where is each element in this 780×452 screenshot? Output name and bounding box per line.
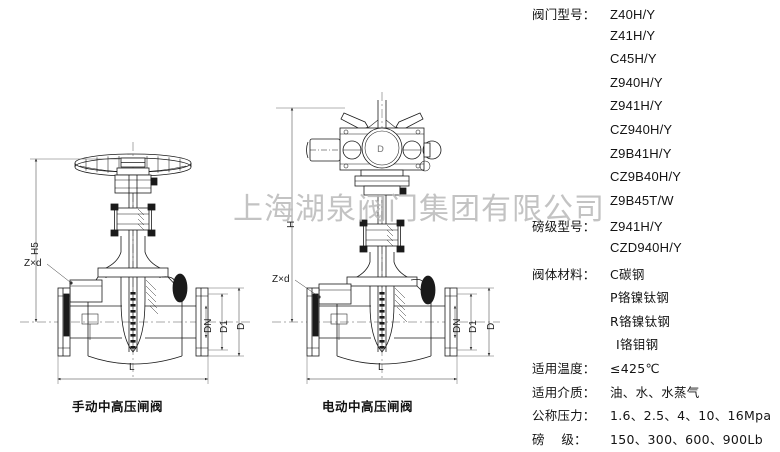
spec-row: 磅级型号： Z941H/Y <box>520 216 780 240</box>
spec-key: 阀门型号： <box>532 7 596 22</box>
dim-label-zxd: Z×d <box>24 258 42 269</box>
right-flange <box>195 287 209 357</box>
spec-value: C45H/Y <box>610 51 657 67</box>
specification-panel: 阀门型号： Z40H/Y Z41H/Y C45H/Y Z940H/Y Z941H… <box>520 0 780 447</box>
spec-value: R铬镍钛钢 <box>610 313 671 329</box>
spec-key: 磅级型号： <box>532 219 596 235</box>
spec-row: C45H/Y <box>520 51 780 75</box>
dim-h-electric <box>276 107 345 322</box>
drain-plug <box>161 273 188 303</box>
spec-value: CZD940H/Y <box>610 239 682 255</box>
left-flange-electric <box>306 287 320 357</box>
spec-row: CZ940H/Y <box>520 122 780 146</box>
spec-key: 阀体材料： <box>532 266 596 282</box>
spec-value: Z41H/Y <box>610 27 656 43</box>
dim-label-dn-electric: DN <box>452 318 463 333</box>
spec-key: 适用介质： <box>532 384 596 400</box>
caption-manual-valve: 手动中高压闸阀 <box>72 399 164 414</box>
spec-row: 阀门型号： Z40H/Y <box>520 4 780 28</box>
dim-zxd <box>46 263 73 285</box>
spec-value: Z9B45T/W <box>610 192 674 208</box>
valve-body <box>69 276 196 365</box>
dim-label-zxd-electric: Z×d <box>272 274 290 285</box>
technical-drawings: .ln { stroke:#1a1a1a; stroke-width:0.8; … <box>20 92 500 414</box>
right-flange-electric <box>444 287 458 357</box>
gland-packing-electric <box>359 219 405 253</box>
manual-valve-drawing <box>20 142 250 384</box>
spec-key: 磅 级： <box>532 431 587 447</box>
spec-key: 适用温度： <box>532 360 596 376</box>
dim-label-d1: D1 <box>219 320 230 333</box>
dim-d1 <box>208 293 228 351</box>
dim-d1-electric <box>457 293 477 351</box>
left-flange <box>57 287 71 357</box>
dim-h5 <box>30 158 120 322</box>
spec-value: Z941H/Y <box>610 98 663 114</box>
spec-row: Z9B41H/Y <box>520 146 780 170</box>
spec-row: Z940H/Y <box>520 75 780 99</box>
spec-value: CZ940H/Y <box>610 121 673 137</box>
spec-value: Z941H/Y <box>610 219 663 235</box>
spec-row: 适用温度： ≤425℃ <box>520 358 780 382</box>
dim-zxd-electric <box>294 279 321 299</box>
caption-electric-valve: 电动中高压闸阀 <box>322 399 414 414</box>
spec-row: CZD940H/Y <box>520 240 780 264</box>
spec-row: 磅 级： 150、300、600、900Lb <box>520 429 780 452</box>
dim-label-h-electric: H <box>286 220 297 228</box>
spec-value: 1.6、2.5、4、10、16Mpa <box>610 408 772 424</box>
electric-valve-drawing: D <box>272 92 500 384</box>
svg-text:D: D <box>377 145 384 155</box>
spec-key: 公称压力： <box>532 408 596 424</box>
bonnet-body <box>97 236 169 278</box>
spec-value: ≤425℃ <box>610 360 660 376</box>
spec-value: P铬镍钛钢 <box>610 290 670 306</box>
spec-row: P铬镍钛钢 <box>520 287 780 311</box>
dim-label-l-electric: L <box>378 362 384 373</box>
valve-stem <box>128 175 138 352</box>
dim-d <box>208 287 244 357</box>
handwheel <box>74 153 192 177</box>
dim-label-l: L <box>129 362 135 373</box>
spec-value: C碳钢 <box>610 266 645 282</box>
spec-row: I铬钼钢 <box>520 334 780 358</box>
spec-value: Z940H/Y <box>610 74 663 90</box>
spec-value: CZ9B40H/Y <box>610 169 682 185</box>
dim-label-h5: H5 <box>30 242 41 255</box>
actuator-adapter <box>354 169 410 196</box>
electric-actuator: D <box>306 127 442 172</box>
spec-value: Z9B41H/Y <box>610 145 672 161</box>
spec-row: R铬镍钛钢 <box>520 311 780 335</box>
bonnet-body-electric <box>346 252 418 287</box>
spec-value: 油、水、水蒸气 <box>610 384 700 400</box>
dim-l <box>57 356 209 384</box>
spec-row: 公称压力： 1.6、2.5、4、10、16Mpa <box>520 405 780 429</box>
dim-label-d: D <box>236 322 247 330</box>
bonnet-top <box>114 167 158 194</box>
spec-value: Z40H/Y <box>610 7 656 22</box>
dim-l-electric <box>306 356 458 384</box>
spec-row: 阀体材料： C碳钢 <box>520 264 780 288</box>
gland-packing <box>110 203 156 237</box>
valve-drawing-svg: .ln { stroke:#1a1a1a; stroke-width:0.8; … <box>20 92 500 384</box>
dim-label-dn: DN <box>203 318 214 333</box>
drain-plug-electric <box>410 275 436 305</box>
dim-label-d-electric: D <box>486 322 497 330</box>
spec-row: Z41H/Y <box>520 28 780 52</box>
spec-row: Z941H/Y <box>520 98 780 122</box>
valve-body-electric <box>318 283 445 365</box>
valve-stem-electric <box>377 195 387 352</box>
valve-datasheet-page: .ln { stroke:#1a1a1a; stroke-width:0.8; … <box>20 0 780 447</box>
spec-row: CZ9B40H/Y <box>520 169 780 193</box>
spec-row: Z9B45T/W <box>520 193 780 217</box>
dim-label-d1-electric: D1 <box>468 320 479 333</box>
spec-value: I铬钼钢 <box>616 337 659 353</box>
spec-row: 适用介质： 油、水、水蒸气 <box>520 382 780 406</box>
spec-value: 150、300、600、900Lb <box>610 431 763 447</box>
dim-d-electric <box>457 287 494 357</box>
